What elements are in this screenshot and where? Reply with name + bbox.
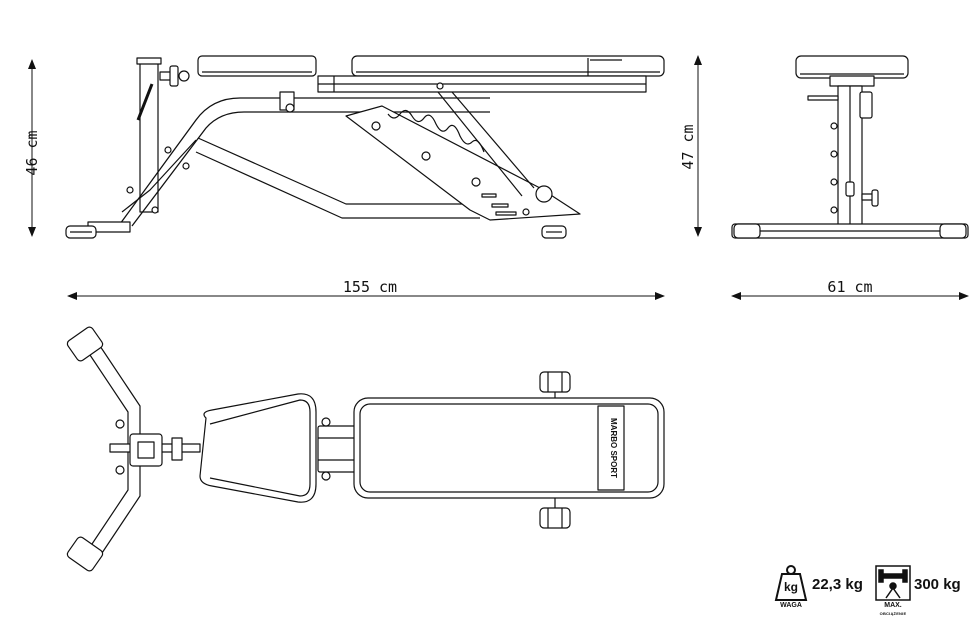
- weight-icon-text: kg: [783, 580, 798, 594]
- side-height-label: 46 cm: [23, 130, 41, 176]
- top-rear-foot-upper: [539, 371, 571, 393]
- max-load-caption: MAX.: [884, 602, 902, 609]
- front-pad: [795, 55, 909, 79]
- top-view: MARBO SPORT: [66, 326, 665, 572]
- weight-value: 22,3 kg: [812, 576, 863, 593]
- side-ladder-plate: [345, 105, 581, 221]
- side-front-post: [139, 61, 159, 213]
- top-front-foot-upper: [66, 326, 104, 362]
- weight-icon: [774, 565, 808, 601]
- top-rear-foot-lower: [539, 507, 571, 529]
- top-front-foot-lower: [66, 536, 104, 572]
- front-width-label: 61 cm: [827, 278, 873, 296]
- side-lower-brace: [197, 137, 480, 205]
- weight-caption: WAGA: [780, 602, 802, 609]
- side-length-label: 155 cm: [342, 278, 398, 296]
- top-seat-pad: [199, 393, 317, 503]
- side-main-tube: [119, 97, 490, 225]
- top-back-pad: [353, 397, 665, 499]
- max-load-value: 300 kg: [914, 576, 961, 593]
- front-view: [731, 55, 969, 239]
- dimension-lines: [28, 55, 969, 300]
- max-load-caption-small: OBCIĄŻENIE: [879, 611, 907, 616]
- side-back-pad: [351, 55, 665, 77]
- max-load-icon: [875, 565, 911, 601]
- side-view: [65, 55, 665, 239]
- front-height-label: 47 cm: [679, 124, 697, 170]
- side-seat-pad: [197, 55, 317, 77]
- svg-text:MARBO SPORT: MARBO SPORT: [609, 418, 618, 478]
- top-brand-logo: [597, 405, 625, 491]
